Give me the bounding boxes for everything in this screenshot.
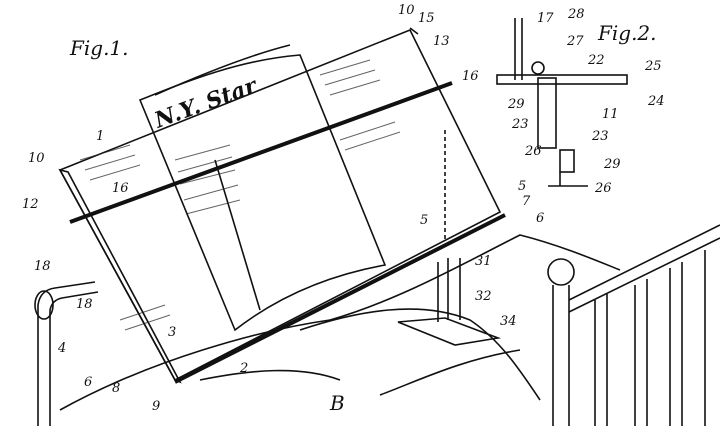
label-1: 1 <box>96 129 104 144</box>
label-26: 26 <box>524 144 542 159</box>
newspaper: N.Y. Star <box>138 44 387 332</box>
support-leg <box>397 130 502 346</box>
label-17: 17 <box>537 11 554 26</box>
fig2-bracket <box>496 18 628 187</box>
label-16: 16 <box>112 181 129 196</box>
label-23: 23 <box>511 117 529 132</box>
label-10: 10 <box>28 151 45 166</box>
label-23: 23 <box>591 129 609 144</box>
label-18: 18 <box>34 259 51 274</box>
label-5: 5 <box>420 213 428 228</box>
label-13: 13 <box>433 34 450 49</box>
fig1-labels: 10 15 13 16 1 10 12 16 5 7 6 5 18 18 31 … <box>22 3 544 415</box>
label-25: 25 <box>644 59 662 74</box>
label-16: 16 <box>462 69 479 84</box>
newspaper-masthead: N.Y. Star <box>150 72 261 134</box>
label-9: 9 <box>152 399 160 414</box>
label-6: 6 <box>84 375 92 390</box>
label-26: 26 <box>594 181 612 196</box>
fig2-title: Fig.2. <box>597 21 657 45</box>
label-29: 29 <box>507 97 525 112</box>
label-34: 34 <box>500 314 517 329</box>
label-4: 4 <box>57 341 66 356</box>
label-7: 7 <box>522 194 531 209</box>
label-5: 5 <box>518 179 526 194</box>
label-32: 32 <box>475 289 492 304</box>
board-shading <box>79 59 401 331</box>
retaining-bar <box>69 81 453 224</box>
label-18: 18 <box>76 297 93 312</box>
label-12: 12 <box>22 197 39 212</box>
label-28: 28 <box>567 7 585 22</box>
label-15: 15 <box>418 11 435 26</box>
label-27: 27 <box>566 34 584 49</box>
label-10: 10 <box>398 3 415 18</box>
reading-board <box>58 27 506 384</box>
label-B: B <box>329 391 345 415</box>
fig1-title: Fig.1. <box>69 36 129 60</box>
label-6: 6 <box>536 211 544 226</box>
fig2-labels: 17 28 27 22 25 29 23 24 11 23 29 26 26 <box>507 7 665 196</box>
label-29: 29 <box>603 157 621 172</box>
bed-rail-left <box>34 281 99 426</box>
label-22: 22 <box>587 53 605 68</box>
bed-footboard <box>547 224 720 426</box>
label-3: 3 <box>168 325 176 340</box>
bed-blanket <box>59 234 621 411</box>
label-24: 24 <box>647 94 665 109</box>
label-31: 31 <box>475 254 492 269</box>
label-8: 8 <box>112 381 120 396</box>
label-11: 11 <box>602 107 619 122</box>
label-2: 2 <box>239 361 248 376</box>
